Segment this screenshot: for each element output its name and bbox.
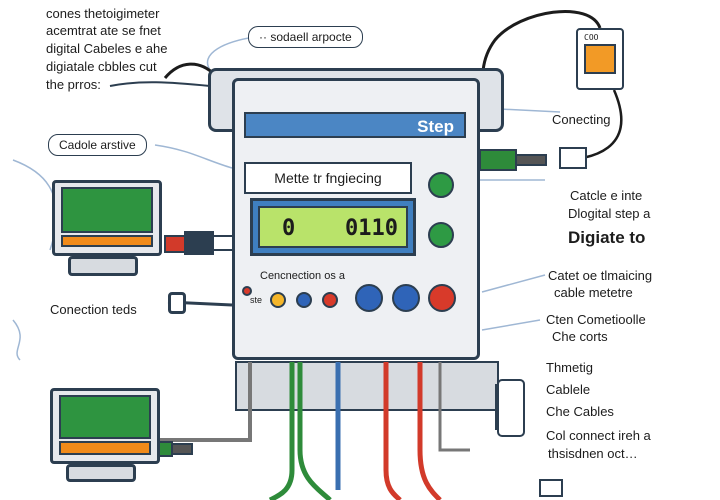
right-label-3a: Cten Cometioolle <box>546 312 646 327</box>
bottom-rail <box>235 361 499 411</box>
right-label-1c: Digiate to <box>568 228 646 247</box>
callout-top: ·· sodaell arpocte <box>248 26 363 48</box>
wire-green <box>268 362 295 500</box>
left-device-band <box>61 235 153 247</box>
intro-line-1: cones thetoigimeter <box>46 6 160 21</box>
bottom-left-device <box>50 388 160 464</box>
meter-sub-label: Cencnection os a <box>260 270 345 282</box>
red-dial[interactable] <box>428 284 456 312</box>
meter-title: Mette tr fngiecing <box>244 162 412 194</box>
connection-plug <box>168 292 186 314</box>
right-label-4a: Thmetig <box>546 360 593 375</box>
handheld-screen <box>584 44 616 74</box>
wire-red-2 <box>417 362 442 500</box>
lcd-left-value: 0 <box>282 216 296 241</box>
callout-left: Cadole arstive <box>48 134 147 156</box>
intro-line-2: acemtrat ate se fnet <box>46 23 161 38</box>
right-label-4b: Cablele <box>546 382 591 397</box>
label-connecting: Conecting <box>552 112 611 127</box>
right-label-5a: Col connect ireh a <box>546 428 651 443</box>
blue-dial[interactable] <box>355 284 383 312</box>
wire-red <box>383 362 402 500</box>
bottom-device-screen <box>59 395 151 439</box>
right-label-5b: thsisdnen oct… <box>548 446 638 461</box>
right-label-1b: Dlogital step a <box>568 206 651 221</box>
small-device <box>497 379 525 437</box>
right-label-2a: Catet oe tlmaicing <box>548 268 653 283</box>
yellow-button[interactable] <box>270 292 286 308</box>
right-plug-tip <box>515 154 547 166</box>
handheld-meter: COO <box>576 28 624 90</box>
wire-gray <box>160 362 252 442</box>
left-plug-2 <box>184 231 214 255</box>
step-label: Step <box>417 117 454 136</box>
intro-line-4: digiatale cbbles cut <box>46 59 157 74</box>
right-label-3b: Che corts <box>552 329 608 344</box>
step-bar: Step <box>244 112 466 138</box>
bottom-device-base <box>66 464 136 482</box>
intro-line-5: the prros: <box>46 77 101 92</box>
wire-green-2 <box>297 362 332 500</box>
blue-dial-2[interactable] <box>392 284 420 312</box>
left-device <box>52 180 162 256</box>
bottom-device-band <box>59 441 151 455</box>
connection-label: Conection teds <box>50 302 137 317</box>
small-device-plug <box>539 479 563 497</box>
handheld-top-label: COO <box>584 33 599 42</box>
leader-line <box>154 144 233 169</box>
meter-small-label: ste <box>250 295 263 305</box>
lcd-right-value: 0110 <box>345 216 398 241</box>
bottom-plug-2 <box>171 443 193 455</box>
leader-line <box>481 319 541 331</box>
right-label-4c: Che Cables <box>546 404 614 419</box>
right-label-1a: Catcle e inte <box>570 188 643 203</box>
blue-button[interactable] <box>296 292 312 308</box>
leader-line <box>481 274 546 293</box>
left-plug-1 <box>164 235 186 253</box>
intro-line-3: digital Cabeles e ahe <box>46 41 168 56</box>
green-knob[interactable] <box>428 172 454 198</box>
left-plug-3 <box>212 235 234 251</box>
leader-line <box>12 319 21 361</box>
left-device-screen <box>61 187 153 233</box>
leader-line <box>12 159 58 251</box>
right-plug <box>479 149 517 171</box>
red-button[interactable] <box>322 292 338 308</box>
indicator-dot-red <box>242 286 252 296</box>
wire-gray-2 <box>438 362 470 452</box>
right-plug-end <box>559 147 587 169</box>
green-knob-2[interactable] <box>428 222 454 248</box>
right-label-2b: cable metetre <box>554 285 633 300</box>
lcd-screen: 0 0110 <box>258 206 408 248</box>
left-device-base <box>68 256 138 276</box>
leader-line <box>109 81 211 87</box>
lcd-display: 0 0110 <box>250 198 416 256</box>
